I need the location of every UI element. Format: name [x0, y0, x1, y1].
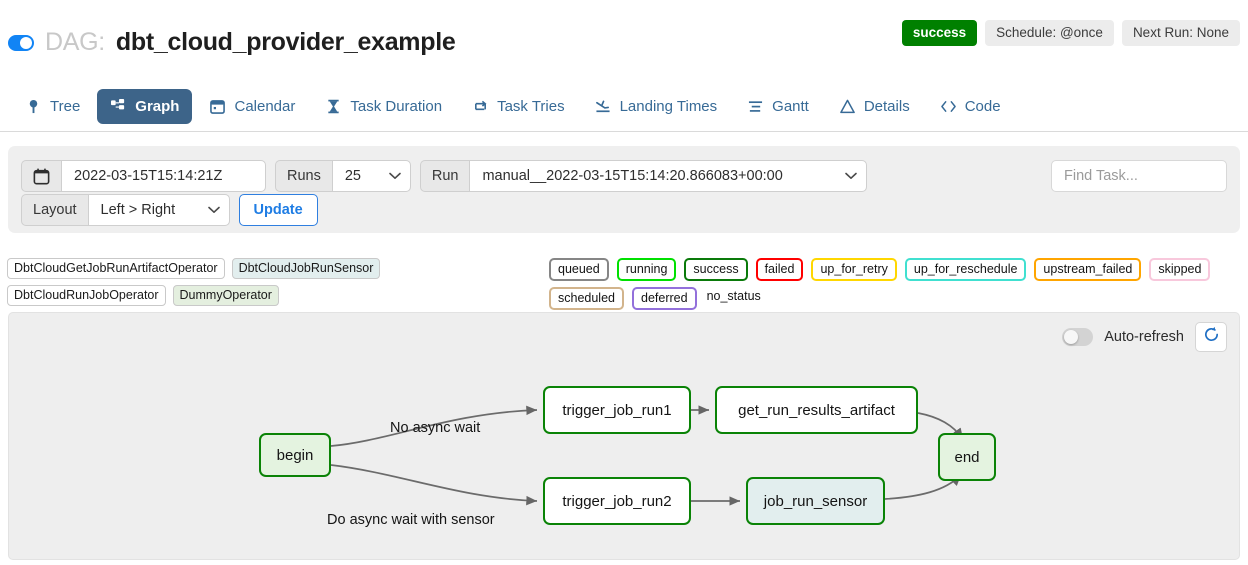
layout-label: Layout	[21, 194, 88, 226]
state-pill-deferred[interactable]: deferred	[632, 287, 697, 310]
tab-gantt[interactable]: Gantt	[734, 89, 822, 124]
runs-label: Runs	[275, 160, 332, 192]
refresh-button[interactable]	[1195, 322, 1227, 352]
status-badge: success	[901, 20, 978, 46]
tab-calendar[interactable]: Calendar	[196, 89, 308, 124]
task-node-trigger-job-run1[interactable]: trigger_job_run1	[543, 386, 691, 434]
find-task-input[interactable]: Find Task...	[1051, 160, 1227, 192]
state-pill-queued[interactable]: queued	[549, 258, 609, 281]
header-badges: success Schedule: @once Next Run: None	[901, 20, 1240, 46]
state-pill-scheduled[interactable]: scheduled	[549, 287, 624, 310]
task-node-end[interactable]: end	[938, 433, 996, 481]
tab-label: Task Tries	[497, 97, 565, 115]
hourglass-icon	[325, 98, 342, 115]
chevron-down-icon	[389, 168, 401, 184]
update-button[interactable]: Update	[238, 194, 318, 226]
view-tabbar: Tree Graph Cal	[0, 80, 1248, 203]
chevron-down-icon	[207, 202, 220, 218]
tab-graph[interactable]: Graph	[97, 88, 193, 124]
auto-refresh-label: Auto-refresh	[1104, 329, 1184, 345]
tab-landing-times[interactable]: Landing Times	[582, 89, 731, 124]
tab-label: Details	[863, 97, 910, 115]
tab-label: Graph	[135, 97, 180, 115]
task-node-job-run-sensor[interactable]: job_run_sensor	[746, 477, 885, 525]
dag-run-value: manual__2022-03-15T15:14:20.866083+00:00	[482, 168, 783, 184]
tab-details[interactable]: Details	[826, 89, 923, 124]
tab-label: Task Duration	[350, 97, 443, 115]
tab-label: Gantt	[772, 97, 809, 115]
state-pill-success[interactable]: success	[684, 258, 748, 281]
tab-label: Code	[964, 97, 1001, 115]
calendar-icon[interactable]	[21, 160, 61, 192]
dag-title-area: DAG: dbt_cloud_provider_example	[8, 28, 456, 57]
state-pill-upstream-failed[interactable]: upstream_failed	[1034, 258, 1142, 281]
state-pill-running[interactable]: running	[616, 258, 677, 281]
operator-pill[interactable]: DummyOperator	[172, 285, 279, 306]
runs-count-value: 25	[344, 168, 361, 184]
state-pill-up-for-retry[interactable]: up_for_retry	[811, 258, 897, 281]
gantt-icon	[747, 98, 764, 115]
warning-triangle-icon	[839, 98, 856, 115]
landing-icon	[595, 98, 612, 115]
task-node-get-run-results-artifact[interactable]: get_run_results_artifact	[715, 386, 918, 434]
page-title: dbt_cloud_provider_example	[115, 28, 456, 56]
execution-date-group: 2022-03-15T15:14:21Z	[21, 160, 266, 192]
tab-task-duration[interactable]: Task Duration	[312, 89, 455, 124]
dag-pause-toggle[interactable]	[8, 34, 34, 51]
state-pill-skipped[interactable]: skipped	[1149, 258, 1211, 281]
tab-label: Landing Times	[619, 97, 718, 115]
run-filter-card: 2022-03-15T15:14:21Z Runs 25 Run manual_…	[8, 146, 1240, 233]
page-header: DAG: dbt_cloud_provider_example success …	[0, 0, 1248, 72]
state-pill-no-status: no_status	[706, 289, 761, 303]
operator-pill[interactable]: DbtCloudRunJobOperator	[7, 285, 166, 306]
next-run-badge[interactable]: Next Run: None	[1121, 20, 1240, 46]
retry-icon	[472, 98, 489, 115]
layout-select[interactable]: Left > Right	[87, 194, 230, 226]
task-node-begin[interactable]: begin	[259, 433, 331, 477]
task-node-trigger-job-run2[interactable]: trigger_job_run2	[543, 477, 691, 525]
graph-icon	[110, 98, 127, 115]
graph-toolbar: Auto-refresh	[1062, 322, 1227, 352]
tab-label: Calendar	[234, 97, 296, 115]
auto-refresh-toggle[interactable]	[1062, 328, 1094, 346]
operator-pill[interactable]: DbtCloudGetJobRunArtifactOperator	[7, 258, 225, 279]
refresh-icon	[1203, 326, 1220, 348]
graph-legend: DbtCloudGetJobRunArtifactOperator DbtClo…	[0, 258, 1248, 310]
tab-tree[interactable]: Tree	[12, 89, 93, 124]
code-icon	[940, 98, 957, 115]
filter-row-secondary: Layout Left > Right Update	[21, 194, 318, 226]
layout-group: Layout Left > Right	[21, 194, 230, 226]
state-pill-failed[interactable]: failed	[755, 258, 804, 281]
schedule-badge[interactable]: Schedule: @once	[985, 20, 1114, 46]
state-legend: queued running success failed up_for_ret…	[549, 258, 1244, 310]
tab-label: Tree	[50, 97, 81, 115]
edge-label-do-async-wait: Do async wait with sensor	[327, 512, 495, 528]
graph-panel: Auto-refresh	[8, 312, 1240, 560]
operator-pill[interactable]: DbtCloudJobRunSensor	[231, 258, 381, 279]
run-label: Run	[419, 160, 470, 192]
dag-label: DAG:	[45, 28, 105, 56]
graph-edges	[330, 405, 964, 506]
tab-task-tries[interactable]: Task Tries	[459, 89, 578, 124]
dag-run-select[interactable]: manual__2022-03-15T15:14:20.866083+00:00	[469, 160, 868, 192]
run-select-group: Run manual__2022-03-15T15:14:20.866083+0…	[419, 160, 868, 192]
layout-value: Left > Right	[100, 202, 176, 218]
execution-date-input[interactable]: 2022-03-15T15:14:21Z	[61, 160, 266, 192]
tab-code[interactable]: Code	[927, 89, 1014, 124]
operator-legend: DbtCloudGetJobRunArtifactOperator DbtClo…	[7, 258, 537, 306]
chevron-down-icon	[845, 168, 858, 184]
runs-count-select[interactable]: 25	[331, 160, 411, 192]
calendar-icon	[209, 98, 226, 115]
runs-count-group: Runs 25	[275, 160, 411, 192]
dag-graph-canvas[interactable]: begin trigger_job_run1 get_run_results_a…	[9, 313, 1239, 559]
tab-list: Tree Graph Cal	[12, 80, 1014, 132]
tree-icon	[25, 98, 42, 115]
state-pill-up-for-reschedule[interactable]: up_for_reschedule	[904, 258, 1027, 281]
edge-label-no-async-wait: No async wait	[390, 420, 481, 436]
filter-row-primary: 2022-03-15T15:14:21Z Runs 25 Run manual_…	[21, 160, 868, 192]
